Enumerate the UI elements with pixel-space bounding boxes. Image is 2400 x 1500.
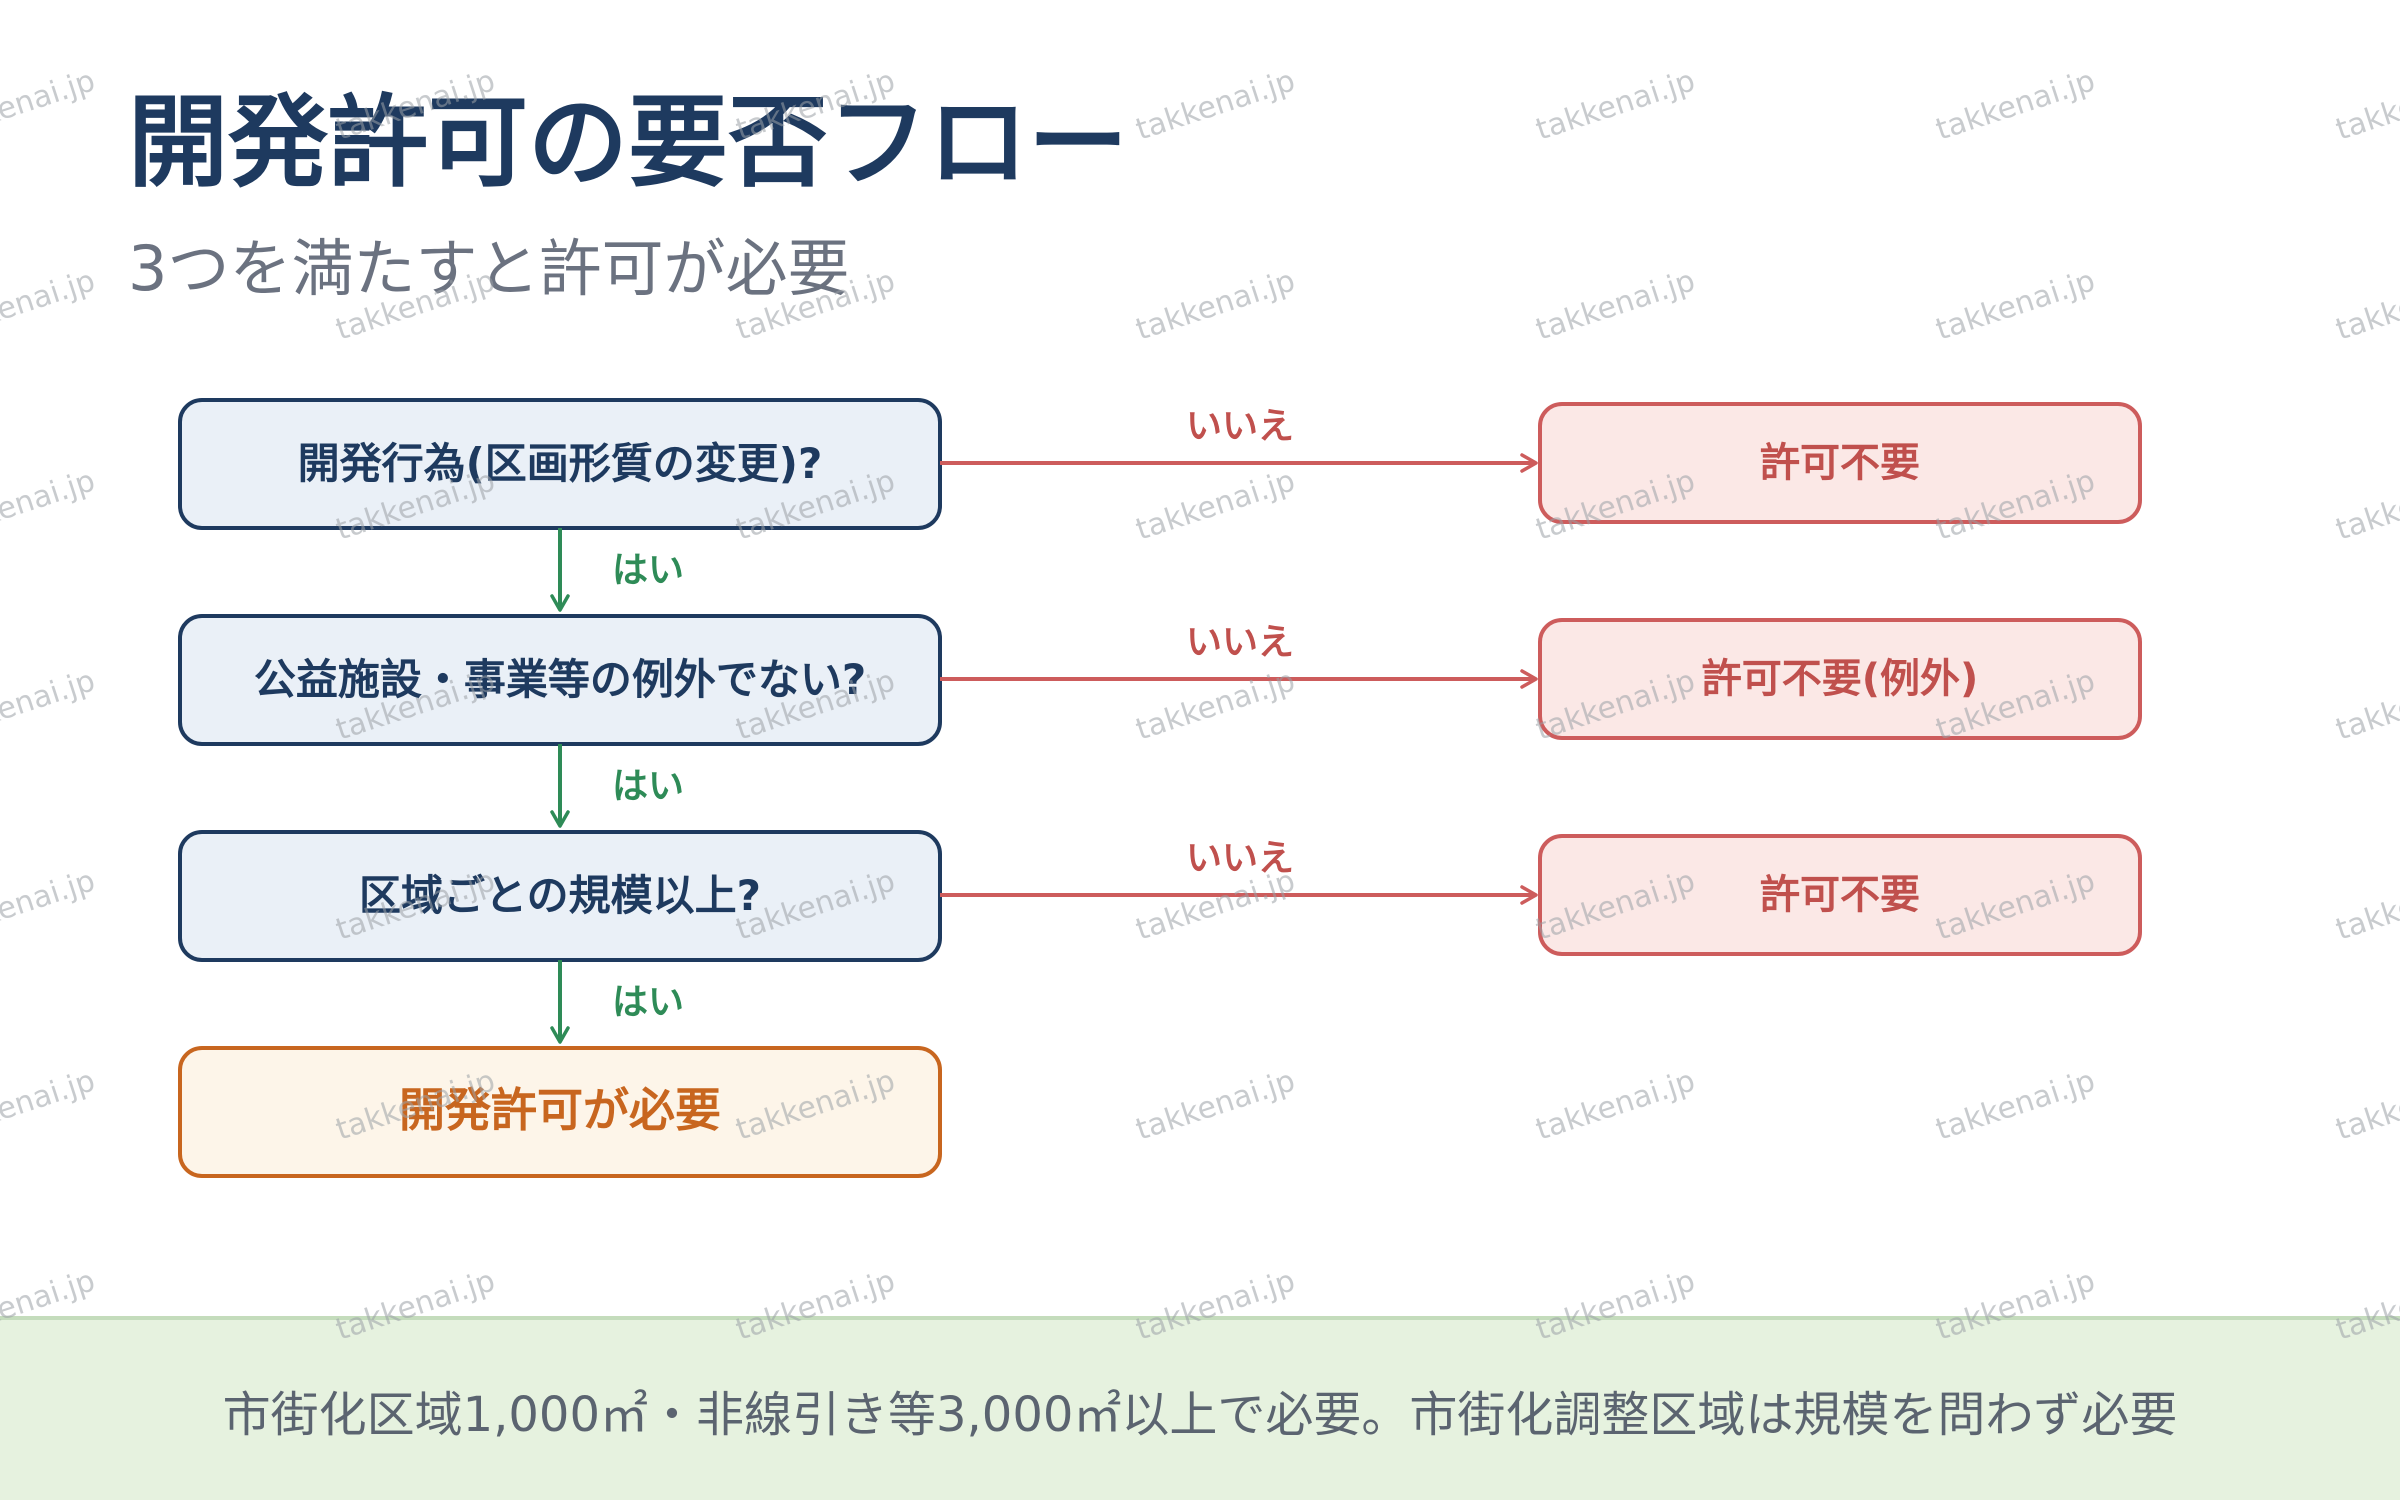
no-result-text-1: 許可不要 — [1760, 440, 1920, 486]
page-subtitle: 3つを満たすと許可が必要 — [128, 232, 850, 305]
no-label-1: いいえ — [1186, 406, 1294, 447]
no-result-box-1 — [1538, 402, 2142, 524]
no-label-3: いいえ — [1186, 838, 1294, 879]
yes-label-3: はい — [612, 982, 684, 1023]
question-text-1: 開発行為(区画形質の変更)? — [298, 439, 823, 488]
footer-note: 市街化区域1,000㎡・非線引き等3,000㎡以上で必要。市街化調整区域は規模を… — [222, 1387, 2178, 1443]
footer-note-bar: 市街化区域1,000㎡・非線引き等3,000㎡以上で必要。市街化調整区域は規模を… — [0, 1316, 2400, 1500]
no-result-text-3: 許可不要 — [1760, 872, 1920, 918]
yes-label-1: はい — [612, 550, 684, 591]
no-label-2: いいえ — [1186, 622, 1294, 663]
yes-label-2: はい — [612, 766, 684, 807]
final-result-text: 開発許可が必要 — [399, 1083, 721, 1137]
question-text-2: 公益施設・事業等の例外でない? — [254, 655, 866, 704]
flow-step-3: 区域ごとの規模以上? いいえ 許可不要 はい — [178, 830, 2142, 1044]
no-result-text-2: 許可不要(例外) — [1702, 656, 1979, 702]
flow-step-1: 開発行為(区画形質の変更)? いいえ 許可不要 はい — [178, 398, 2142, 612]
final-result-box — [178, 1046, 942, 1178]
page-title: 開発許可の要否フロー — [128, 84, 1128, 201]
no-result-box-2 — [1538, 618, 2142, 740]
flow-final: 開発許可が必要 — [178, 1046, 942, 1178]
flow-step-2: 公益施設・事業等の例外でない? いいえ 許可不要(例外) はい — [178, 614, 2142, 828]
question-text-3: 区域ごとの規模以上? — [359, 871, 761, 920]
no-result-box-3 — [1538, 834, 2142, 956]
